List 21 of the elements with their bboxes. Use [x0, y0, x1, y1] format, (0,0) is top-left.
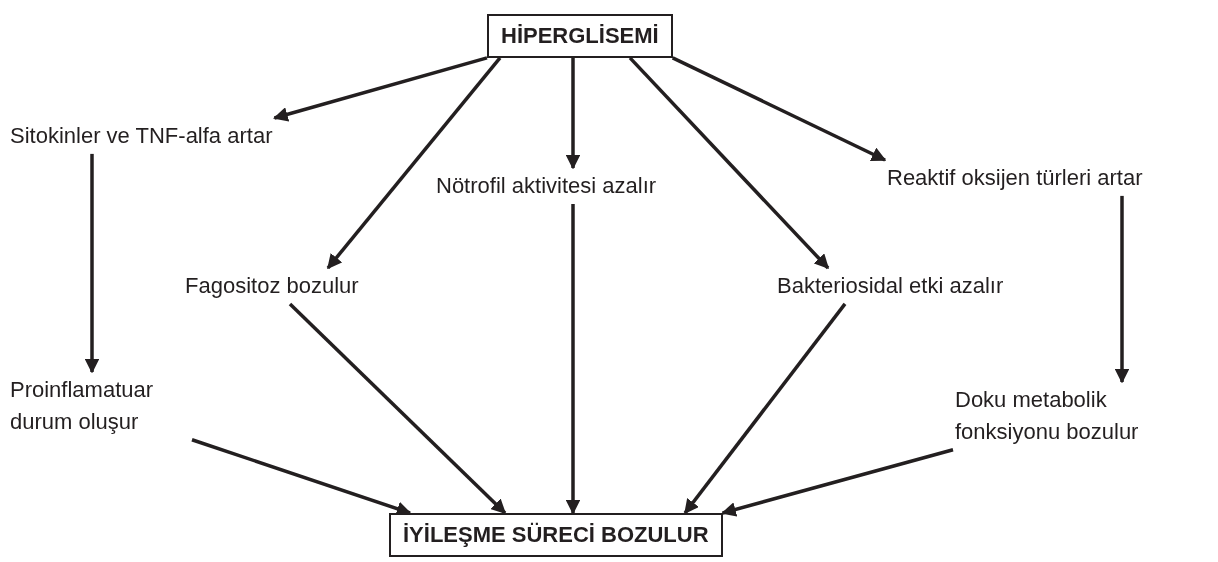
title-box: HİPERGLİSEMİ: [487, 14, 673, 58]
text-label: Nötrofil aktivitesi azalır: [434, 168, 659, 204]
arrow: [565, 203, 581, 515]
arrow: [671, 56, 887, 162]
arrow: [628, 56, 830, 270]
arrow: [721, 448, 954, 517]
arrow: [326, 56, 502, 270]
text-label: Fagositoz bozulur: [183, 268, 361, 304]
text-label: Bakteriosidal etki azalır: [775, 268, 1006, 304]
arrow: [683, 302, 847, 515]
title-box: İYİLEŞME SÜRECİ BOZULUR: [389, 513, 723, 557]
arrow: [84, 153, 100, 374]
arrow: [1114, 195, 1130, 384]
text-label: Sitokinler ve TNF-alfa artar: [8, 118, 275, 154]
text-label: Doku metabolik fonksiyonu bozulur: [953, 382, 1203, 450]
arrow: [273, 56, 488, 122]
text-label: Reaktif oksijen türleri artar: [885, 160, 1145, 196]
arrow: [191, 438, 412, 516]
arrow: [288, 302, 507, 515]
text-label: Proinflamatuar durum oluşur: [8, 372, 208, 440]
arrow: [565, 57, 581, 170]
